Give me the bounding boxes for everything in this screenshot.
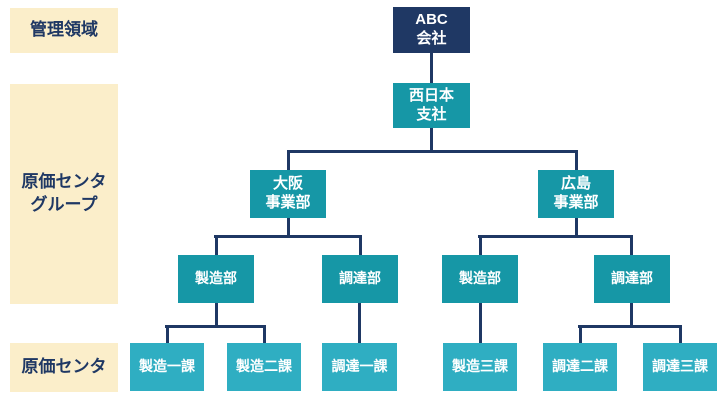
connector-mfg-sec3-stem [479, 303, 482, 343]
node-abc-company: ABC 会社 [393, 7, 470, 53]
connector-mfg-sec1-drop [166, 325, 169, 343]
node-manufacturing-dept-osaka: 製造部 [178, 255, 254, 303]
node-manufacturing-dept-hiroshima: 製造部 [442, 255, 518, 303]
node-osaka-division: 大阪 事業部 [250, 170, 326, 218]
node-manufacturing-section-2: 製造二課 [227, 343, 301, 391]
connector-proc-osaka-drop [359, 235, 362, 255]
connector-osaka-depts-rail [214, 235, 362, 238]
connector-proc-hiro-drop [630, 235, 633, 255]
connector-mfg-osaka-drop [215, 235, 218, 255]
node-procurement-section-1: 調達一課 [322, 343, 397, 391]
node-procurement-dept-osaka: 調達部 [322, 255, 398, 303]
legend-cost-center-group: 原価センタ グループ [10, 84, 118, 304]
connector-proc-sec1-stem [358, 303, 361, 343]
legend-management-area: 管理領域 [10, 8, 118, 53]
node-procurement-section-2: 調達二課 [543, 343, 617, 391]
connector-mfg-hiro-drop [479, 235, 482, 255]
connector-proc-sec3-drop [679, 325, 682, 343]
connector-divisions-rail [287, 150, 578, 153]
connector-hiroshima-drop [575, 150, 578, 170]
connector-branch-stem [430, 128, 433, 152]
node-hiroshima-division: 広島 事業部 [538, 170, 614, 218]
node-west-japan-branch: 西日本 支社 [393, 83, 470, 128]
connector-mfg-sec2-drop [263, 325, 266, 343]
connector-proc-sections-rail [578, 325, 682, 328]
connector-proc-hiro-stem [630, 303, 633, 327]
connector-osaka-drop [287, 150, 290, 170]
node-procurement-section-3: 調達三課 [643, 343, 717, 391]
connector-mfg-osaka-stem [215, 303, 218, 327]
node-manufacturing-section-3: 製造三課 [443, 343, 517, 391]
connector-hiroshima-stem [575, 218, 578, 237]
connector-hiroshima-depts-rail [478, 235, 633, 238]
node-manufacturing-section-1: 製造一課 [130, 343, 204, 391]
connector-osaka-stem [287, 218, 290, 237]
node-procurement-dept-hiroshima: 調達部 [594, 255, 670, 303]
legend-cost-center: 原価センタ [10, 343, 118, 392]
connector-mfg-sections-rail [165, 325, 265, 328]
connector-company-branch [430, 53, 433, 83]
connector-proc-sec2-drop [579, 325, 582, 343]
